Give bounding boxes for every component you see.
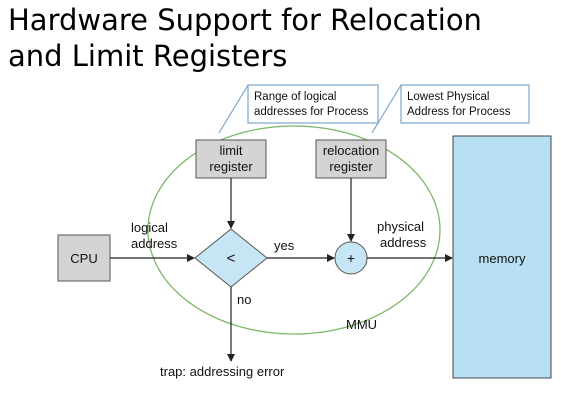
yes-label: yes (274, 238, 295, 253)
less-than-symbol: < (227, 250, 236, 267)
mmu-label: MMU (346, 317, 377, 332)
slide-title-line-2: and Limit Registers (8, 39, 288, 73)
callout-range-pointer (218, 84, 249, 134)
logical-address-line-2: address (131, 236, 178, 251)
physical-address-line-1: physical (377, 219, 424, 234)
callout-lowest-physical: Lowest Physical Address for Process (400, 84, 530, 124)
logical-address-line-1: logical (131, 220, 168, 235)
slide-title-line-1: Hardware Support for Relocation (8, 3, 482, 37)
relocation-register-line-1: relocation (323, 143, 379, 158)
trap-label: trap: addressing error (160, 364, 285, 379)
cpu-box: CPU (57, 234, 111, 282)
memory-label: memory (479, 251, 526, 266)
memory-box: memory (452, 135, 552, 379)
callout-lowest-pointer (371, 84, 402, 134)
limit-register-line-1: limit (219, 143, 242, 158)
comparator-node: < (194, 228, 268, 288)
relocation-register-line-2: register (329, 159, 373, 174)
callout-lowest-line-1: Lowest Physical (407, 91, 489, 103)
adder-node: + (334, 241, 368, 275)
relocation-register: relocation register (315, 139, 387, 179)
callout-range-logical: Range of logical addresses for Process (247, 84, 379, 124)
physical-address-line-2: address (380, 235, 427, 250)
no-label: no (237, 292, 251, 307)
limit-register: limit register (195, 139, 267, 179)
cpu-label: CPU (70, 251, 97, 266)
mmu-boundary (147, 125, 441, 335)
callout-range-line-1: Range of logical (254, 91, 336, 103)
callout-lowest-line-2: Address for Process (407, 106, 511, 118)
slide-title: Hardware Support for Relocation and Limi… (8, 2, 558, 74)
callout-range-line-2: addresses for Process (254, 106, 369, 118)
plus-symbol: + (347, 250, 355, 266)
limit-register-line-2: register (209, 159, 253, 174)
